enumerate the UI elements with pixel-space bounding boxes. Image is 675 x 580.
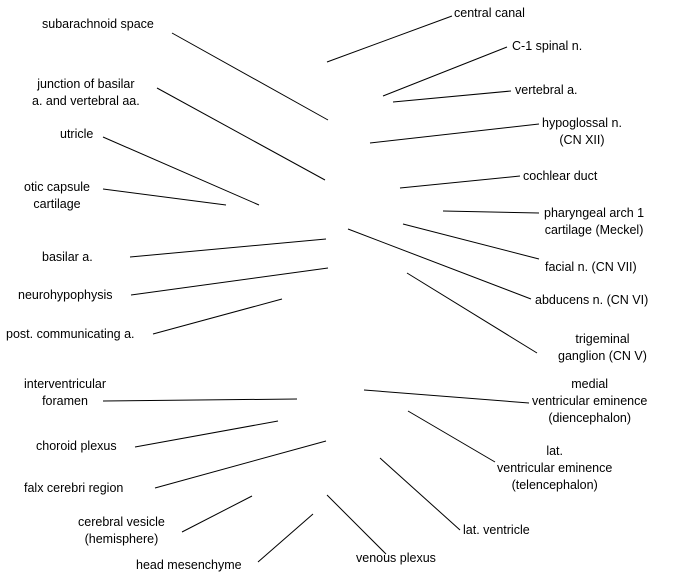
label-vertebral-a: vertebral a. [515,83,578,97]
label-lat-ventricular: lat. ventricular eminence (telencephalon… [497,444,613,492]
label-neurohypophysis: neurohypophysis [18,288,113,302]
leader-cerebral-vesicle [181,495,253,533]
leader-venous-plexus [326,494,387,555]
label-basilar-a: basilar a. [42,250,93,264]
leader-post-communicating [152,298,283,335]
leader-lat-ventricle [379,457,461,531]
label-head-mesenchyme: head mesenchyme [136,558,242,572]
label-choroid-plexus: choroid plexus [36,439,117,453]
leader-falx-cerebri [154,440,327,489]
label-c1-spinal: C-1 spinal n. [512,39,583,53]
leader-vertebral-a [392,90,512,103]
leader-pharyngeal-arch [442,210,540,214]
leader-abducens-n [347,228,532,300]
leader-cochlear-duct [399,175,521,189]
label-hypoglossal: hypoglossal n. (CN XII) [542,116,622,147]
label-medial-ventricular: medial ventricular eminence (diencephalo… [532,377,648,425]
label-interventricular-foramen: interventricular foramen [24,377,106,408]
label-trigeminal: trigeminal ganglion (CN V) [558,332,647,363]
leader-basilar-a [129,238,327,258]
label-subarachnoid-space: subarachnoid space [42,17,154,31]
leader-hypoglossal [369,123,540,144]
leader-trigeminal [406,272,538,354]
label-utricle: utricle [60,127,94,141]
label-otic-capsule: otic capsule cartilage [24,180,91,211]
leader-central-canal [326,15,453,63]
label-facial-n: facial n. (CN VII) [545,260,637,274]
leader-medial-ventricular [363,389,530,404]
leader-otic-capsule [102,188,227,206]
label-cochlear-duct: cochlear duct [523,169,598,183]
leader-lat-ventricular [407,410,496,463]
label-pharyngeal-arch: pharyngeal arch 1 cartilage (Meckel) [544,206,645,237]
label-venous-plexus: venous plexus [356,551,436,565]
leader-utricle [102,136,260,206]
leader-head-mesenchyme [257,513,314,563]
leader-interventricular-foramen [102,398,298,402]
label-falx-cerebri: falx cerebri region [24,481,124,495]
label-lat-ventricle: lat. ventricle [463,523,530,537]
label-cerebral-vesicle: cerebral vesicle (hemisphere) [78,515,165,546]
label-junction-basilar: junction of basilar a. and vertebral aa. [32,77,140,108]
label-post-communicating: post. communicating a. [6,327,135,341]
leader-junction-basilar [156,87,326,181]
leader-neurohypophysis [130,267,329,296]
leader-c1-spinal [382,46,508,97]
leader-subarachnoid-space [171,32,329,121]
label-abducens-n: abducens n. (CN VI) [535,293,649,307]
leader-facial-n [402,223,540,260]
label-central-canal: central canal [454,6,525,20]
leader-choroid-plexus [134,420,279,448]
